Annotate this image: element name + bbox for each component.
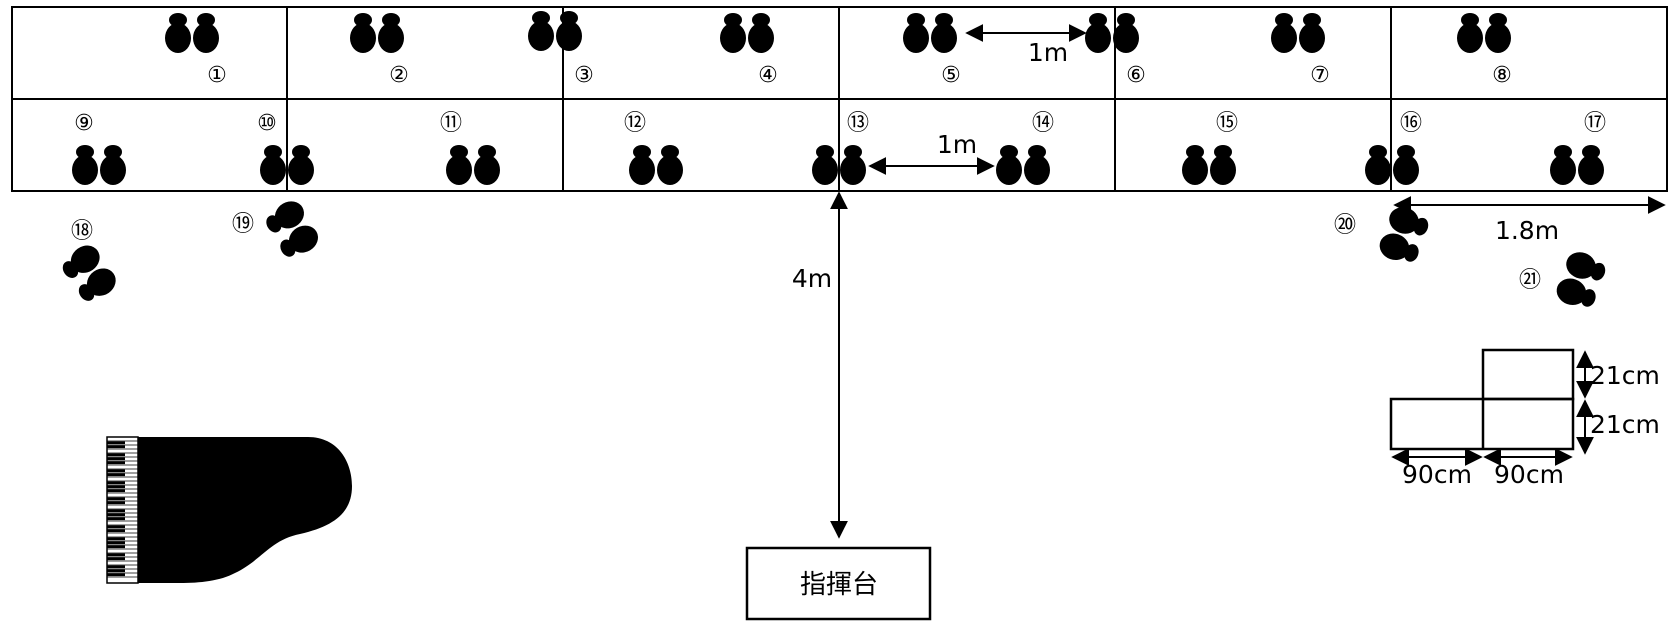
position-label-2: ② xyxy=(389,63,409,88)
position-label-16: ⑯ xyxy=(1400,111,1422,136)
riser-height-label-lower: 21cm xyxy=(1590,410,1660,439)
riser-cross-section: 21cm 21cm 90cm 90cm xyxy=(1389,348,1660,489)
position-label-9: ⑨ xyxy=(74,111,94,136)
footprint-11 xyxy=(446,145,500,185)
footprint-8 xyxy=(1457,13,1511,53)
position-label-15: ⑮ xyxy=(1216,111,1238,136)
footprint-2 xyxy=(350,13,404,53)
position-label-14: ⑭ xyxy=(1032,111,1054,136)
riser-grid xyxy=(11,6,1668,192)
grand-piano xyxy=(106,436,352,584)
piano-keys xyxy=(107,440,138,578)
footprint-21 xyxy=(1556,252,1606,307)
position-label-18: ⑱ xyxy=(71,219,93,244)
spacing-label-top: 1m xyxy=(1028,38,1068,67)
position-label-13: ⑬ xyxy=(847,111,869,136)
position-label-21: ㉑ xyxy=(1519,268,1541,293)
footprint-7 xyxy=(1271,13,1325,53)
position-label-1: ① xyxy=(207,63,227,88)
spacing-label-middle: 1m xyxy=(937,130,977,159)
footprint-20 xyxy=(1379,207,1429,262)
conductor-podium: 指揮台 xyxy=(745,546,932,621)
footprint-10 xyxy=(260,145,314,185)
riser-dividers-bottom xyxy=(286,99,1392,191)
position-label-7: ⑦ xyxy=(1310,63,1330,88)
footprint-13 xyxy=(812,145,866,185)
footprint-4 xyxy=(720,13,774,53)
position-label-19: ⑲ xyxy=(232,212,254,237)
position-label-4: ④ xyxy=(758,63,778,88)
footprint-1 xyxy=(165,13,219,53)
podium-distance-label: 4m xyxy=(792,264,832,293)
row-width-label: 1.8m xyxy=(1495,216,1559,245)
position-label-20: ⑳ xyxy=(1334,213,1356,238)
footprint-5 xyxy=(903,13,957,53)
position-label-11: ⑪ xyxy=(440,111,462,136)
footprint-12 xyxy=(629,145,683,185)
position-label-12: ⑫ xyxy=(624,111,646,136)
position-label-8: ⑧ xyxy=(1492,63,1512,88)
footprint-18 xyxy=(62,245,116,301)
footprint-15 xyxy=(1182,145,1236,185)
position-label-6: ⑥ xyxy=(1126,63,1146,88)
riser-width-label-left: 90cm xyxy=(1402,460,1472,489)
position-label-3: ③ xyxy=(574,63,594,88)
footprints xyxy=(62,11,1606,307)
position-label-17: ⑰ xyxy=(1584,111,1606,136)
riser-dividers-top xyxy=(286,7,1392,99)
podium-label: 指揮台 xyxy=(800,570,878,600)
footprint-17 xyxy=(1550,145,1604,185)
riser-height-label-upper: 21cm xyxy=(1590,361,1660,390)
dimension-arrows xyxy=(830,24,1666,539)
footprint-16 xyxy=(1365,145,1419,185)
footprint-19 xyxy=(266,201,318,257)
upper-riser-block xyxy=(1481,348,1575,401)
footprint-14 xyxy=(996,145,1050,185)
position-numbers: ① ② ③ ④ ⑤ ⑥ ⑦ ⑧ ⑨ ⑩ ⑪ ⑫ ⑬ ⑭ ⑮ ⑯ ⑰ ⑱ ⑲ ⑳ … xyxy=(71,63,1606,293)
position-label-10: ⑩ xyxy=(257,111,277,136)
riser-width-label-right: 90cm xyxy=(1494,460,1564,489)
footprint-9 xyxy=(72,145,126,185)
position-label-5: ⑤ xyxy=(941,63,961,88)
footprint-6 xyxy=(1085,13,1139,53)
footprint-3 xyxy=(528,11,582,51)
